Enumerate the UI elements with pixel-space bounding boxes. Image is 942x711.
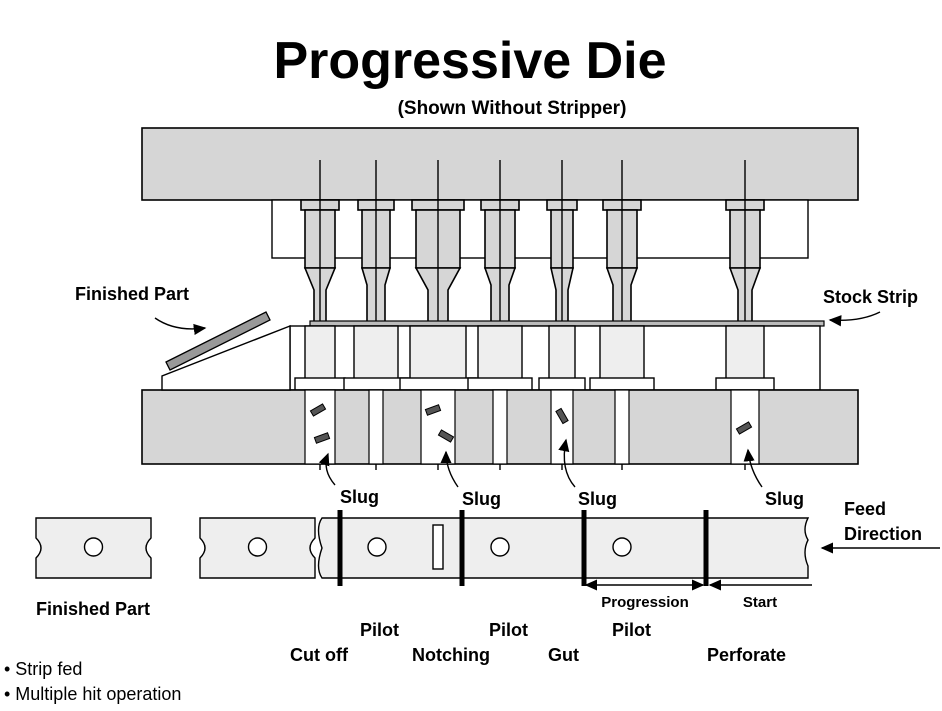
punch-group [300,160,765,470]
slug-hole [550,389,574,465]
slug-label: Slug [340,487,379,507]
finished-part-ramp [161,324,291,391]
station-3-operation-label: Gut [548,645,579,665]
slug-piece [437,429,455,443]
slug-piece [735,421,753,435]
feed-direction-label-line1: Feed [844,499,886,519]
die-opening-relief [538,377,586,391]
slug-piece [555,407,569,425]
finished-part-label-bottom: Finished Part [36,599,150,619]
stock-strip-label: Stock Strip [823,287,918,307]
slug-labels: Slug Slug Slug Slug [318,438,804,509]
cut-off-piece-pilot-hole [247,537,268,557]
slug-label: Slug [765,489,804,509]
die-opening-relief [715,377,775,391]
station-divider [703,510,709,586]
note-strip-fed: • Strip fed [4,659,82,679]
lower-die-shoe [141,389,859,465]
note-multiple-hit: • Multiple hit operation [4,684,181,704]
die-opening-relief [589,377,655,391]
slug-hole [420,389,456,465]
finished-part-pointer [154,317,207,336]
slug-piece [313,432,331,444]
slug-piece [424,404,442,416]
stock-strip [309,320,825,327]
slug-hole [492,389,508,465]
progression-label: Progression [601,594,689,611]
feed-direction-label-line2: Direction [844,524,922,544]
die-opening-relief [294,377,346,391]
gut-slot [432,524,444,570]
finished-part-piece [165,311,271,371]
strip-layout [35,510,810,586]
station-3-pilot-label: Pilot [612,620,651,640]
slug-piece [309,403,327,417]
strip-pilot-hole [612,537,632,557]
continuous-strip [317,517,810,579]
stock-strip-pointer [828,311,881,327]
station-4-operation-label: Perforate [707,645,786,665]
station-2-operation-label: Notching [412,645,490,665]
station-divider [337,510,343,586]
start-label: Start [743,594,777,611]
die-opening-relief [399,377,477,391]
slug-hole [614,389,630,465]
slug-pointer [440,450,459,488]
die-plate [289,325,821,391]
strip-pilot-hole [490,537,510,557]
slug-pointer [743,448,763,488]
slug-hole [304,389,336,465]
slug-pointer [318,452,336,486]
page-title: Progressive Die [273,32,666,90]
slug-label: Slug [462,489,501,509]
finished-part-label-top: Finished Part [75,284,189,304]
station-1-operation-label: Cut off [290,645,349,665]
die-opening-relief [467,377,533,391]
slug-pointer [558,438,576,488]
station-divider [459,510,465,586]
station-1-pilot-label: Pilot [360,620,399,640]
slug-label: Slug [578,489,617,509]
slug-hole [368,389,384,465]
die-opening-relief [343,377,409,391]
station-divider [581,510,587,586]
finished-part-piece-pilot-hole [83,537,104,557]
strip-pilot-hole [367,537,387,557]
station-2-pilot-label: Pilot [489,620,528,640]
page-subtitle: (Shown Without Stripper) [398,98,627,119]
